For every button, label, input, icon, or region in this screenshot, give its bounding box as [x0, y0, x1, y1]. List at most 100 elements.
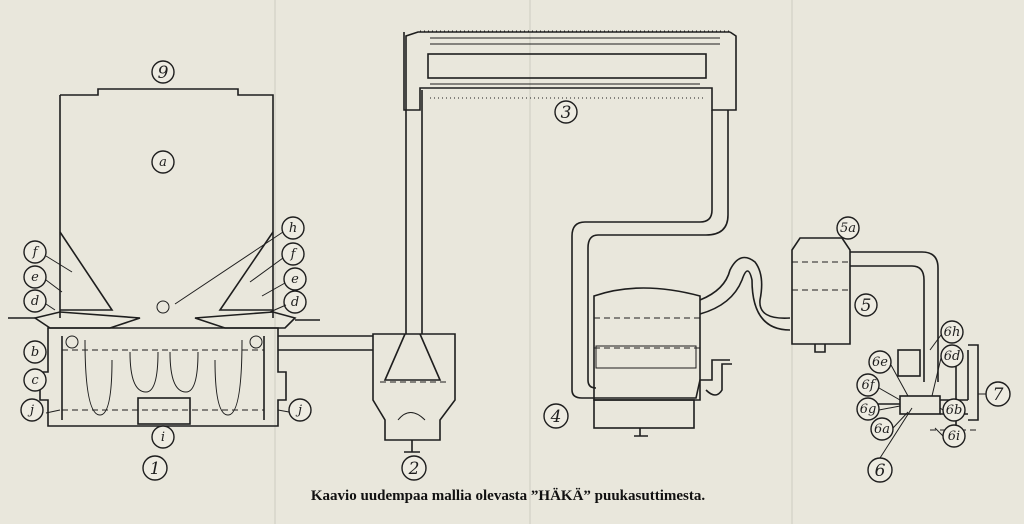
label-a-circle — [151, 150, 175, 174]
ash-box — [137, 397, 191, 425]
label-f-left: f — [32, 245, 40, 260]
filter-body — [593, 287, 701, 401]
label-6e-circle — [868, 350, 892, 374]
right-port — [249, 335, 263, 349]
label-e-left: e — [31, 270, 39, 285]
label-6e: 6e — [872, 355, 888, 370]
mixer-body — [899, 395, 941, 415]
label-f-left-circle — [23, 240, 47, 264]
label-1: 1 — [150, 459, 161, 479]
unit-2-separator — [372, 31, 730, 453]
label-j-right-circle — [288, 398, 312, 422]
label-d-left-circle — [23, 289, 47, 313]
label-6h: 6h — [944, 325, 961, 340]
label-3-circle — [554, 100, 578, 124]
gas-pipe-1-2 — [278, 335, 373, 351]
label-i: i — [161, 430, 165, 445]
unit-5-fine-filter — [791, 237, 939, 382]
cooler-flow-lines — [430, 37, 720, 85]
label-e-right-circle — [283, 267, 307, 291]
label-e-right: e — [291, 272, 299, 287]
label-3: 3 — [561, 103, 572, 123]
label-6d-circle — [940, 344, 964, 368]
label-6a-circle — [870, 417, 894, 441]
label-5a-circle — [836, 216, 860, 240]
filter-inlet-bend — [571, 359, 730, 399]
right-cone — [218, 231, 274, 311]
label-d-right-circle — [283, 290, 307, 314]
label-h-circle — [281, 216, 305, 240]
label-f-right-circle — [281, 242, 305, 266]
fine-filter-body — [791, 237, 851, 345]
label-j-right: j — [295, 403, 302, 418]
unit-4-filter — [571, 287, 732, 437]
hearth-casing — [39, 327, 287, 427]
label-6g: 6g — [860, 402, 877, 417]
riser-pipe — [405, 31, 730, 334]
separator-cone — [383, 333, 442, 381]
separator-drain — [404, 440, 420, 453]
engine-pipe — [968, 344, 979, 421]
label-i-circle — [151, 425, 175, 449]
label-b: b — [31, 345, 39, 360]
unit-1-generator — [8, 88, 320, 427]
gas-flow-left — [84, 339, 113, 416]
label-6i: 6i — [948, 429, 960, 444]
label-6a: 6a — [874, 422, 890, 437]
label-j-left-circle — [20, 398, 44, 422]
central-opening — [156, 300, 170, 314]
cooler-inner-tube — [427, 53, 707, 79]
fuel-hopper — [60, 88, 274, 318]
label-2-circle — [401, 455, 427, 481]
label-a: a — [159, 155, 167, 170]
separator-body — [372, 333, 456, 441]
label-c-circle — [23, 368, 47, 392]
label-9-circle — [151, 60, 175, 84]
label-6g-circle — [856, 397, 880, 421]
label-6f: 6f — [861, 378, 876, 393]
label-4: 4 — [550, 407, 562, 427]
gas-pipe-5-6 — [850, 251, 939, 382]
label-5a: 5a — [840, 221, 856, 236]
fine-filter-drain — [814, 344, 826, 353]
left-port — [65, 335, 79, 349]
gas-pipe-4-5 — [699, 256, 791, 331]
air-inlets — [8, 317, 320, 321]
label-9: 9 — [158, 63, 169, 83]
left-cone — [59, 231, 114, 311]
label-d-right: d — [291, 295, 299, 310]
label-6b: 6b — [946, 403, 963, 418]
label-6f-circle — [856, 373, 880, 397]
mixer-valve-top — [897, 349, 921, 377]
gas-pipe-3-4 — [571, 110, 729, 390]
gas-flow-left-inner — [129, 351, 159, 393]
label-7: 7 — [993, 385, 1004, 405]
label-b-circle — [23, 340, 47, 364]
label-6d: 6d — [944, 349, 961, 364]
diagram-caption: Kaavio uudempaa mallia olevasta ”HÄKÄ” p… — [311, 488, 705, 504]
right-air-nozzle — [194, 311, 297, 329]
label-f-right: f — [290, 247, 298, 262]
gas-flow-right — [214, 339, 243, 416]
label-c: c — [31, 373, 39, 388]
filter-outlet — [705, 363, 732, 396]
filter-sieve — [595, 345, 697, 369]
mixer-leader-lines — [878, 334, 986, 459]
label-d-left: d — [31, 294, 39, 309]
label-j-left: j — [27, 403, 34, 418]
label-2: 2 — [408, 459, 420, 479]
filter-drain — [634, 428, 648, 437]
filter-base — [593, 399, 695, 429]
label-5: 5 — [861, 296, 872, 316]
cooler-outline — [403, 31, 737, 111]
label-1-circle — [142, 455, 168, 481]
label-6: 6 — [875, 461, 886, 481]
label-6h-circle — [940, 320, 964, 344]
gas-flow-right-inner — [169, 351, 199, 393]
leader-lines — [45, 231, 290, 414]
label-h: h — [289, 221, 297, 236]
separator-flow — [397, 412, 426, 421]
label-5-circle — [854, 293, 878, 317]
